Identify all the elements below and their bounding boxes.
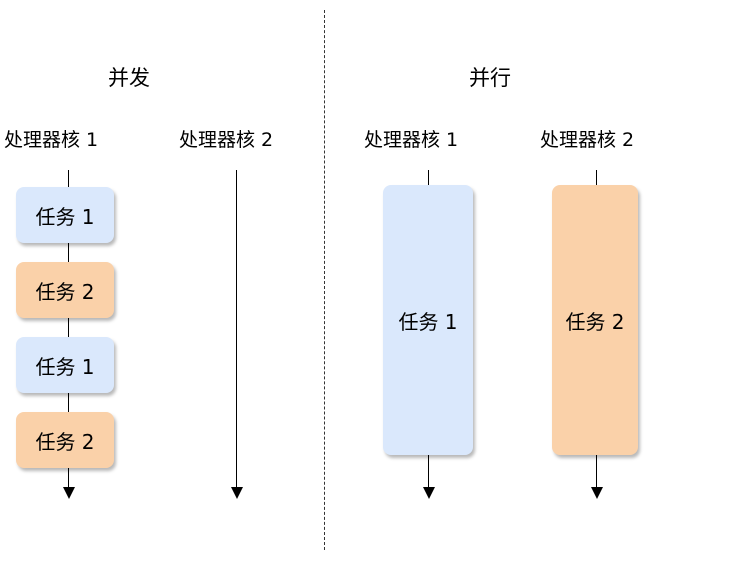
right-core-2-label: 处理器核 2 — [540, 129, 635, 151]
left-core-2-arrowhead — [231, 487, 243, 499]
panel-divider — [324, 10, 325, 550]
task-label: 任务 2 — [35, 429, 95, 454]
task-label: 任务 1 — [35, 204, 95, 229]
parallel-task-1-block: 任务 1 — [383, 185, 473, 455]
task-label: 任务 1 — [398, 309, 458, 334]
concurrent-task-block: 任务 2 — [16, 412, 114, 468]
concurrent-task-block: 任务 1 — [16, 187, 114, 243]
parallel-task-2-block: 任务 2 — [552, 185, 638, 455]
left-core-1-timeline — [68, 170, 69, 488]
task-label: 任务 2 — [565, 309, 625, 334]
left-core-1-label: 处理器核 1 — [4, 129, 99, 151]
concurrency-title: 并发 — [108, 66, 150, 90]
left-core-2-label: 处理器核 2 — [179, 129, 274, 151]
left-core-1-arrowhead — [63, 487, 75, 499]
task-label: 任务 2 — [35, 279, 95, 304]
parallelism-title: 并行 — [469, 66, 511, 90]
concurrent-task-block: 任务 1 — [16, 337, 114, 393]
right-core-1-arrowhead — [423, 487, 435, 499]
concurrent-task-block: 任务 2 — [16, 262, 114, 318]
right-core-2-arrowhead — [591, 487, 603, 499]
right-core-1-label: 处理器核 1 — [364, 129, 459, 151]
task-label: 任务 1 — [35, 354, 95, 379]
left-core-2-timeline — [236, 170, 237, 488]
